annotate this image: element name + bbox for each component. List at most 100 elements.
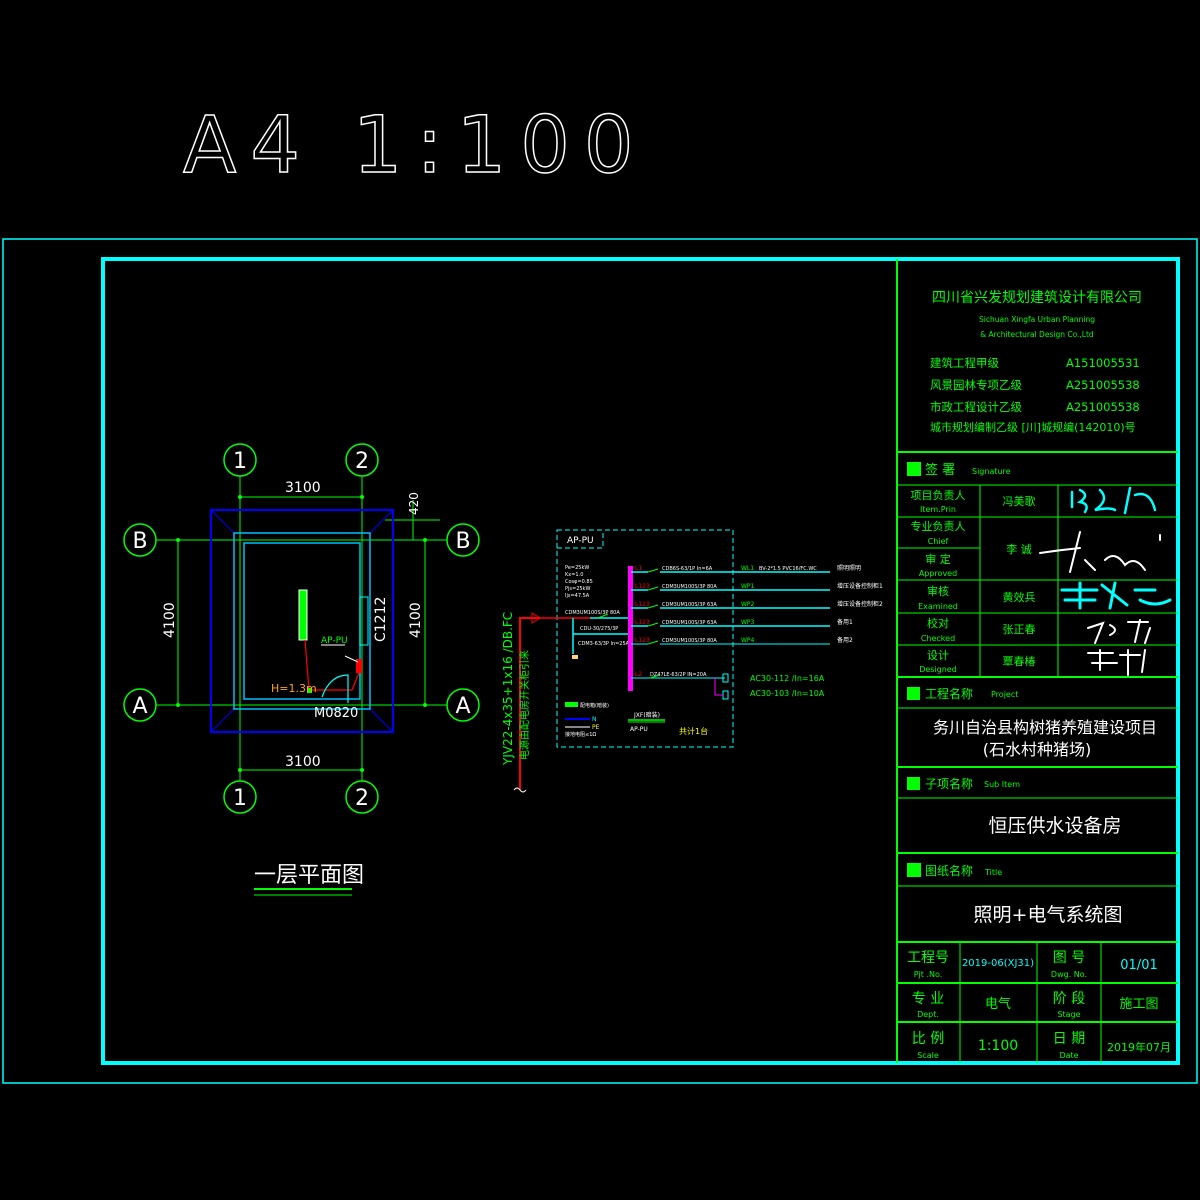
license-code: A251005538 [1066, 378, 1140, 392]
breaker-symbol [647, 568, 659, 573]
circuit-load: 照明照明 [837, 565, 861, 572]
box-name: AP-PU [630, 726, 648, 733]
circuit-id: WP3 [741, 619, 755, 626]
circuit-id: WL1 [741, 565, 754, 572]
person-name: 张正春 [1003, 623, 1036, 636]
ground-symbol [572, 655, 578, 659]
breaker-symbol [647, 586, 659, 591]
planning-license: 城市规划编制乙级 [川]城规编(142010)号 [930, 420, 1136, 434]
circuit-breaker: CDM3UM100S/3P 80A [662, 638, 717, 644]
circuit-load: 备用2 [837, 636, 853, 644]
person-name: 冯美歌 [1003, 494, 1036, 508]
person-name: 覃春椿 [1003, 655, 1036, 668]
person-name: 李 诚 [1006, 542, 1032, 556]
dept-label-en: Dept. [917, 1010, 939, 1019]
date-label-en: Date [1059, 1051, 1078, 1060]
license-name: 市政工程设计乙级 [930, 400, 1022, 414]
incoming-feeder [519, 617, 540, 790]
circuit-phase: L123 [635, 637, 650, 644]
circuit-load: 备用1 [837, 618, 853, 626]
role-en: Checked [921, 634, 955, 643]
breaker-symbol [647, 604, 659, 609]
axis-1-bottom: 1 [233, 786, 247, 811]
company-name: 四川省兴发规划建筑设计有限公司 [932, 290, 1142, 306]
circuit-id: WP4 [741, 637, 755, 644]
license-code: A151005531 [1066, 356, 1140, 370]
dept-label: 专 业 [912, 991, 944, 1007]
axis-a-right: A [455, 694, 470, 719]
axis-a-left: A [132, 694, 147, 719]
param-pjs: Pjs=25kW [565, 586, 590, 592]
stage-value: 施工图 [1119, 997, 1158, 1012]
socket-breaker: DZ47LE-63/2P IN=20A [650, 672, 707, 678]
stage-label-en: Stage [1057, 1010, 1080, 1019]
project-name-sub: (石水村种猪场) [983, 740, 1092, 759]
person-name: 黄效兵 [1003, 590, 1036, 604]
circuit-load: 增压设备控制柜2 [837, 600, 883, 608]
dwg-label: 图 号 [1053, 950, 1085, 966]
role-en: Approved [919, 569, 957, 578]
legend-ground: 接地电阻≤1Ω [565, 731, 596, 738]
box-type: JXF(暗装) [633, 711, 660, 719]
panel-tag: AP-PU [321, 636, 348, 646]
title-block: 四川省兴发规划建筑设计有限公司 Sichuan Xingfa Urban Pla… [896, 259, 1178, 1063]
dwg-value: 01/01 [1120, 958, 1157, 973]
axis-2-top: 2 [355, 449, 369, 474]
spd-label: CDU-30/275/3P [580, 626, 618, 632]
signatures [1039, 486, 1172, 676]
panel-ap-pu [356, 659, 362, 673]
role-en: Chief [928, 537, 949, 546]
license-name: 风景园林专项乙级 [930, 378, 1022, 392]
scale-label: 比 例 [912, 1031, 944, 1047]
pjt-value: 2019-06(XJ31) [962, 958, 1034, 969]
sheet-title: A4 1:100 [183, 101, 648, 191]
floor-plan: AP-PU H=1.3m M0820 C1212 3100 3100 4100 … [123, 443, 480, 896]
circuit-cable: BV-2*1.5 PVC16/FC.WC [759, 566, 817, 572]
dim-eave: 420 [407, 492, 421, 515]
project-header: 工程名称 [925, 686, 973, 701]
company-en-2: & Architectural Design Co.,Ltd [980, 330, 1094, 339]
circuit-load: 增压设备控制柜1 [837, 582, 883, 590]
roof-outline [210, 509, 394, 733]
mount-height: H=1.3m [271, 682, 317, 695]
socket-1: AC30-112 /In=16A [750, 674, 825, 683]
param-cos: Cosφ=0.85 [565, 579, 593, 585]
param-ijs: Ijs=47.5A [565, 593, 590, 599]
system-diagram: YJV22-4x35+1x16 /DB.FC 电源由配电房开关柜引来 AP-PU… [501, 529, 883, 793]
company-en-1: Sichuan Xingfa Urban Planning [979, 315, 1095, 324]
axis-b-right: B [455, 529, 470, 554]
role-cn: 专业负责人 [911, 519, 966, 533]
project-header-en: Project [991, 690, 1018, 699]
signature-header-en: Signature [972, 467, 1011, 476]
circuit-phase: L123 [635, 601, 650, 608]
door-swing [321, 674, 349, 703]
license-code: A251005538 [1066, 400, 1140, 414]
legend-pe: PE [592, 724, 600, 731]
role-en: Examined [918, 602, 958, 611]
param-kx: Kx=1.0 [565, 572, 583, 578]
drawing-title: 照明+电气系统图 [974, 904, 1123, 926]
subitem-name: 恒压供水设备房 [988, 815, 1121, 837]
scale-label-en: Scale [917, 1051, 939, 1060]
panel-box [556, 529, 734, 748]
control-cabinet [298, 589, 308, 641]
subitem-header: 子项名称 [925, 776, 973, 791]
legend-n: N [592, 716, 597, 723]
pjt-label-en: Pjt .No. [914, 970, 943, 979]
panel-name: AP-PU [567, 536, 594, 546]
dim-width-bottom: 3100 [285, 754, 321, 770]
circuit-phase: L123 [635, 619, 650, 626]
legend-box: 配电箱(暗装) [580, 702, 609, 709]
dim-height-left: 4100 [162, 602, 178, 638]
dept-value: 电气 [985, 996, 1011, 1012]
scale-value: 1:100 [978, 1038, 1018, 1054]
stage-label: 阶 段 [1053, 991, 1085, 1007]
axis-1-top: 1 [233, 449, 247, 474]
window-c1212 [359, 596, 369, 646]
breaker-symbol [647, 640, 659, 645]
outer-frame [2, 238, 1198, 1084]
project-name: 务川自治县构树猪养殖建设项目 [933, 718, 1157, 737]
socket-2: AC30-103 /In=10A [750, 689, 825, 698]
role-cn: 审核 [927, 584, 949, 598]
title-header: 图纸名称 [925, 863, 973, 878]
